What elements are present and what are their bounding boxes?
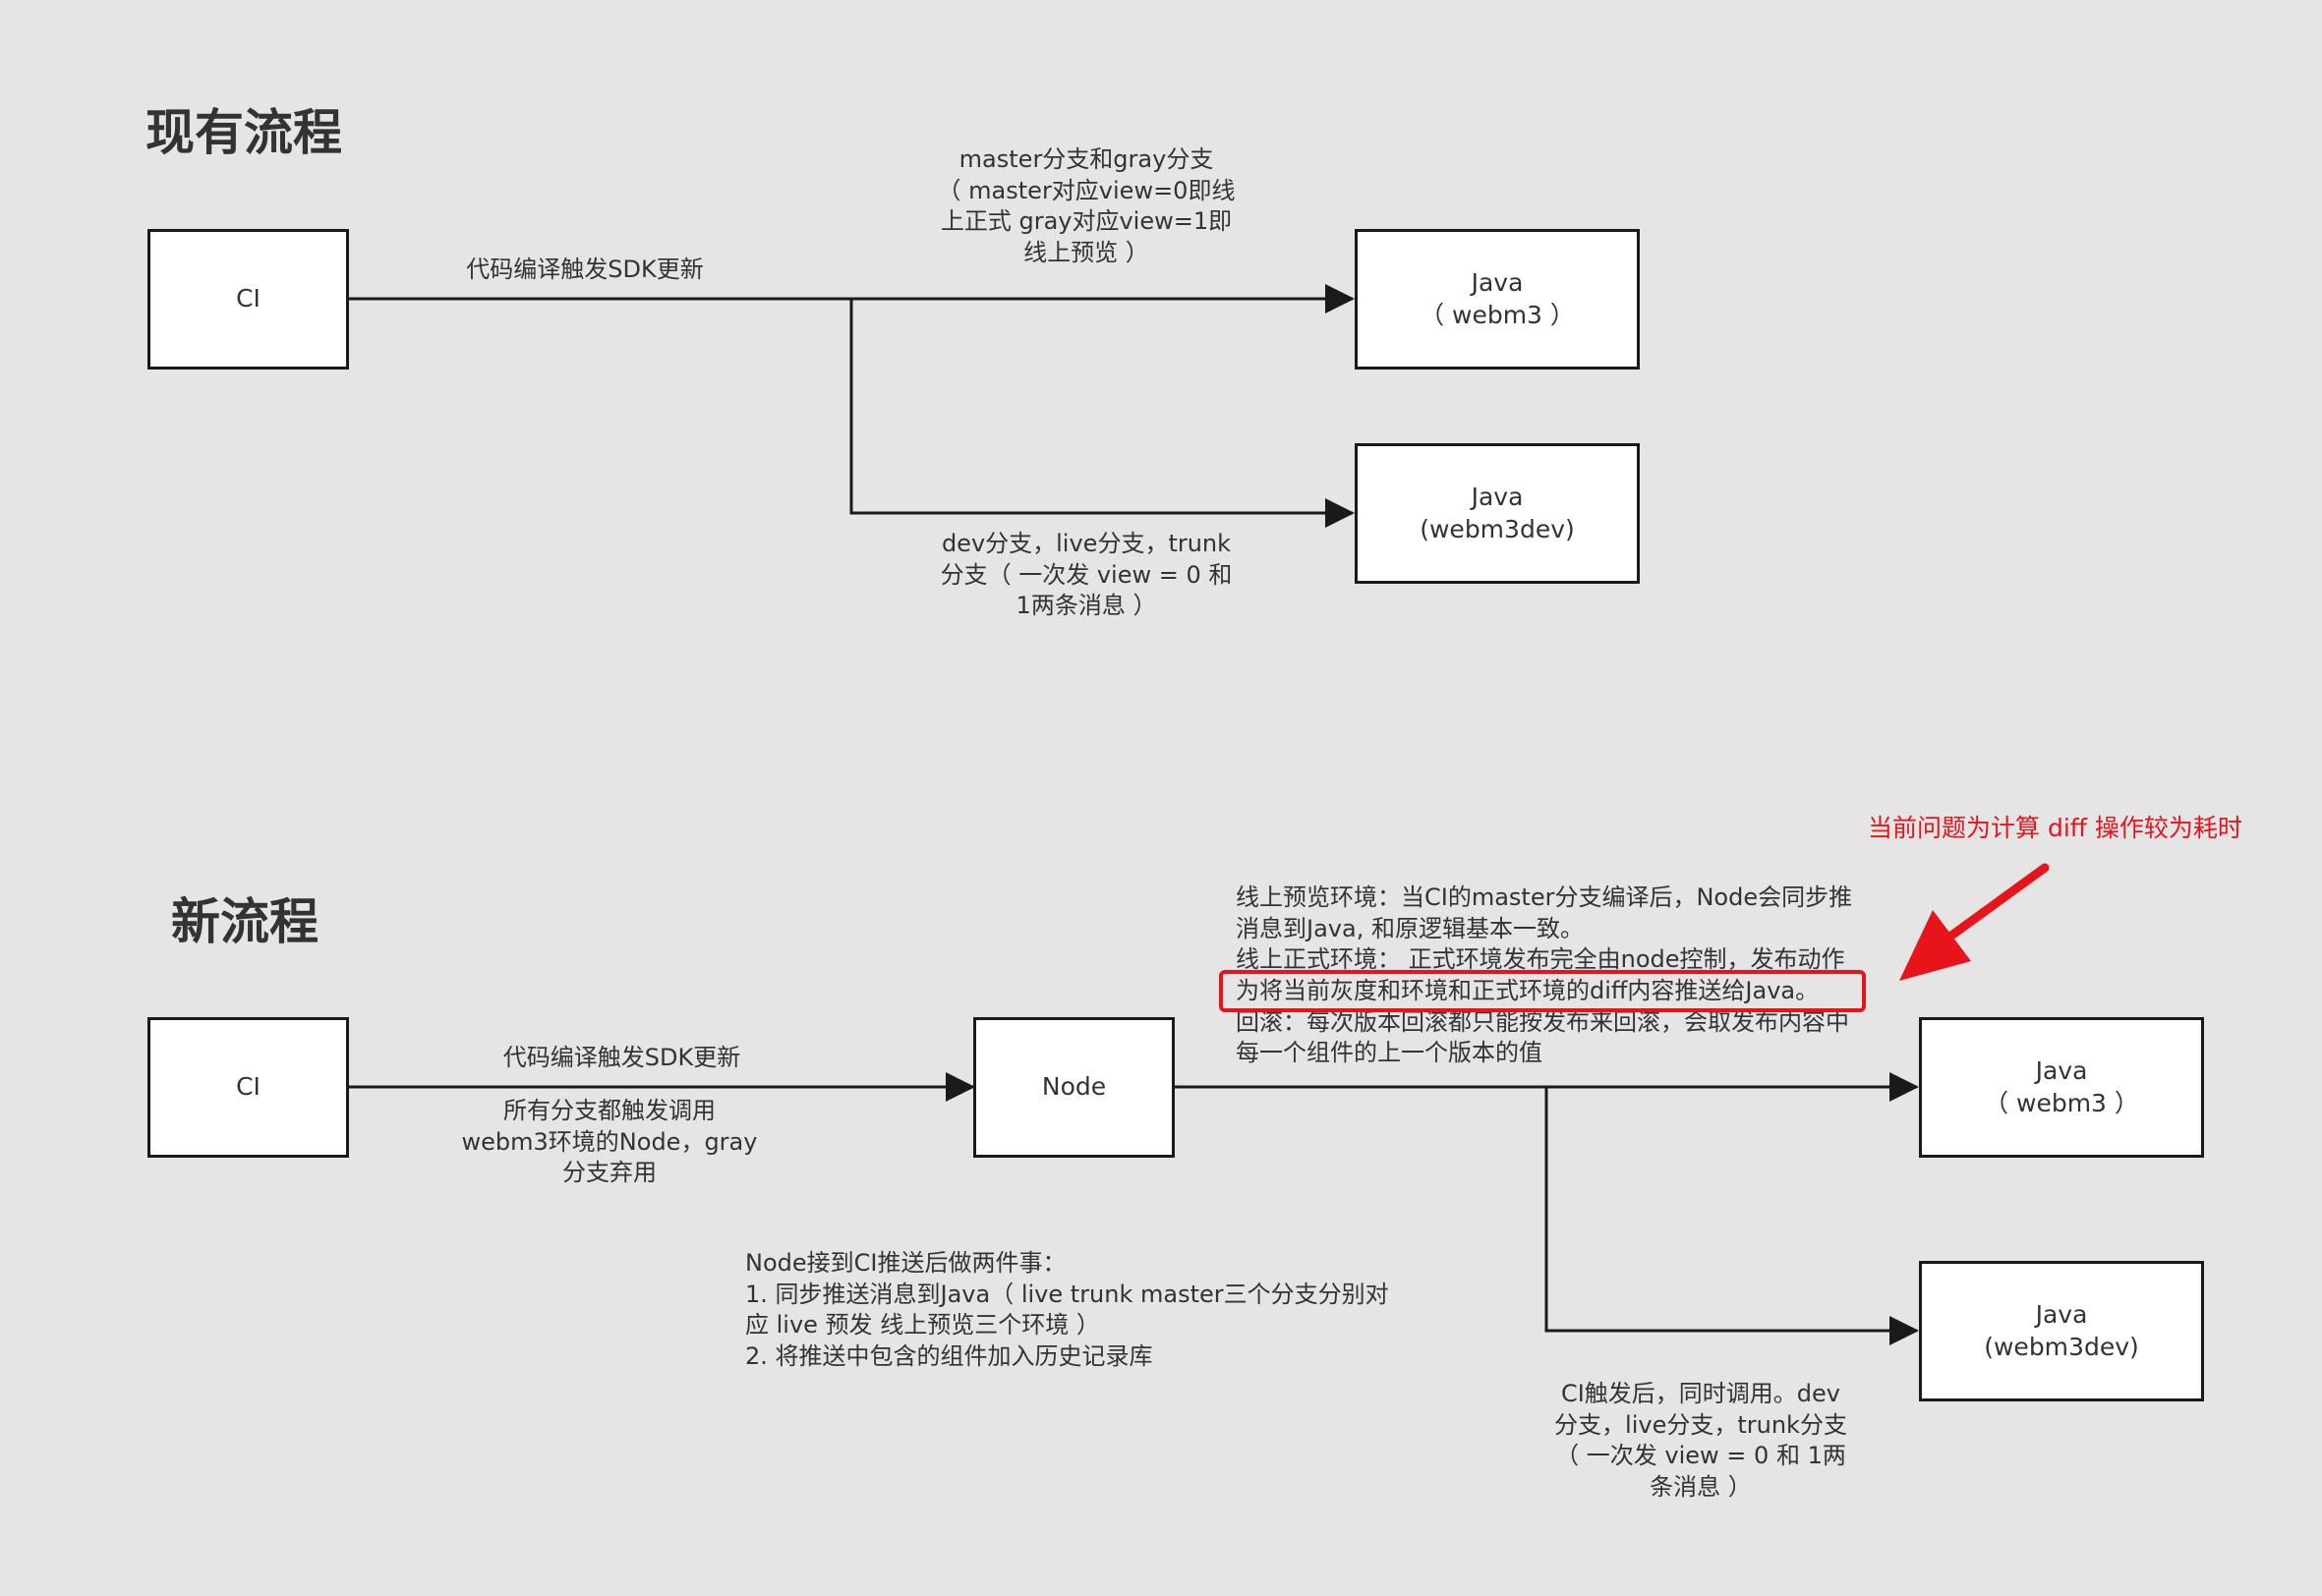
current-java-webm3-box: Java （ webm3 ） [1355,229,1640,370]
node-label: Node [1041,1072,1107,1102]
current-upper-branch-label: master分支和gray分支 （ master对应view=0即线 上正式 g… [937,145,1236,267]
new-flow-heading: 新流程 [171,893,319,950]
edge-branch-to-java-webm3dev [1544,1087,1919,1345]
java-title: Java [1471,268,1524,297]
new-java-webm3dev-box: Java (webm3dev) [1919,1261,2204,1401]
current-lower-branch-label: dev分支，live分支，trunk 分支（ 一次发 view = 0 和 1两… [940,530,1233,620]
current-ci-label: CI [236,284,261,314]
red-annotation-arrow [1899,863,2050,981]
java-env: （ webm3 ） [1420,300,1575,329]
node-tasks-note: Node接到CI推送后做两件事： 1. 同步推送消息到Java（ live tr… [745,1249,1389,1371]
new-ci-label: CI [236,1072,261,1102]
new-ci-edge-label-top: 代码编译触发SDK更新 [502,1044,741,1071]
new-flow-connectors [347,1072,1919,1345]
java-title: Java [2035,1300,2088,1329]
java-env: （ webm3 ） [1984,1088,2139,1117]
environment-note: 线上预览环境：当CI的master分支编译后，Node会同步推 消息到Java,… [1236,884,1853,1067]
new-lower-branch-label: CI触发后，同时调用。dev 分支，live分支，trunk分支 （ 一次发 v… [1554,1380,1847,1502]
java-title: Java [2035,1056,2088,1085]
java-env: (webm3dev) [1984,1332,2139,1361]
current-ci-box: CI [147,229,349,370]
edge-branch-to-java-webm3dev [849,299,1355,528]
new-node-box: Node [973,1017,1175,1158]
current-ci-edge-label: 代码编译触发SDK更新 [466,256,704,283]
diff-highlight-box [1219,970,1866,1012]
java-env: (webm3dev) [1420,514,1575,543]
new-ci-edge-label-bottom: 所有分支都触发调用 webm3环境的Node，gray 分支弃用 [461,1097,758,1187]
java-title: Java [1471,483,1524,511]
current-flow-heading: 现有流程 [145,104,342,161]
new-java-webm3-box: Java （ webm3 ） [1919,1017,2204,1158]
current-flow-connectors [347,284,1355,528]
current-java-webm3dev-box: Java (webm3dev) [1355,443,1640,584]
new-ci-box: CI [147,1017,349,1158]
diff-cost-annotation: 当前问题为计算 diff 操作较为耗时 [1868,814,2242,842]
